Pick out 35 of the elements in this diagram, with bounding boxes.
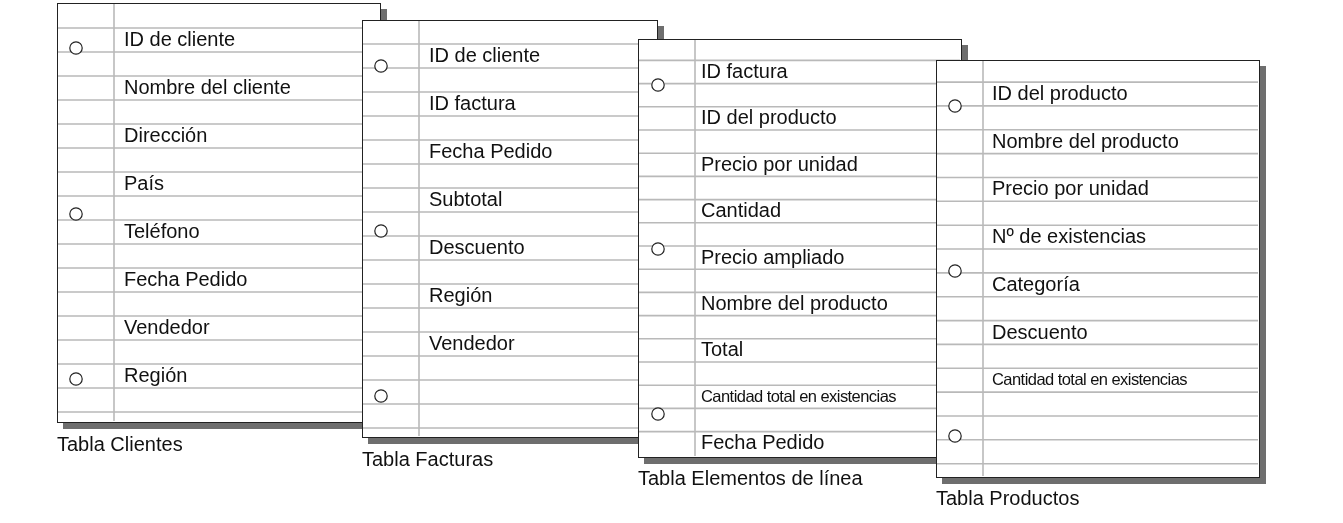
field-name: Región [429,283,493,307]
field-name: Nombre del cliente [124,75,291,99]
field-name: Nombre del producto [701,291,888,315]
field-name: Vendedor [429,331,515,355]
field-name: ID de cliente [429,43,541,67]
field-name: Vendedor [124,315,210,339]
field-name: Descuento [992,319,1088,344]
field-name: Teléfono [124,219,200,243]
field-name: Región [124,363,188,387]
field-name: Subtotal [429,187,503,211]
field-name: Cantidad total en existencias [701,385,896,407]
field-name: Precio por unidad [701,151,858,176]
field-name: Categoría [992,271,1080,296]
field-name: Nº de existencias [992,224,1147,249]
table-caption: Tabla Clientes [57,432,183,456]
field-name: Dirección [124,123,208,147]
field-name: ID del producto [992,81,1128,105]
field-name: Fecha Pedido [429,139,553,163]
field-name: Descuento [429,235,525,259]
field-name: ID factura [429,91,516,115]
field-name: País [124,171,165,195]
field-name: Precio ampliado [701,244,845,269]
table-caption: Tabla Facturas [362,447,494,471]
field-name: ID de cliente [124,27,236,51]
field-name: Precio por unidad [992,176,1149,201]
table-caption: Tabla Elementos de línea [638,466,863,490]
field-name: Cantidad total en existencias [992,369,1187,391]
field-name: ID del producto [701,105,837,130]
field-name: Fecha Pedido [701,430,825,455]
table-caption: Tabla Productos [936,486,1080,510]
field-name: Cantidad [701,198,782,223]
field-name: Nombre del producto [992,128,1179,153]
field-name: Fecha Pedido [124,267,248,291]
field-name: Total [701,337,744,362]
field-name: ID factura [701,59,788,83]
